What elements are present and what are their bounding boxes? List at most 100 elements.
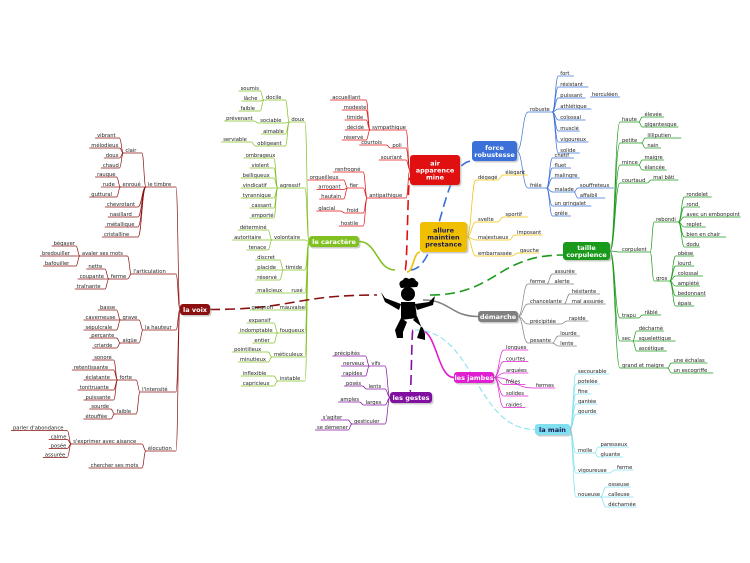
connector: [251, 141, 256, 147]
word-chaud: chaud: [103, 163, 119, 169]
word-l-intensite: l'intensité: [142, 386, 167, 393]
word-un-gringalet: un gringalet: [555, 201, 587, 207]
word-begayer: bégayer: [54, 240, 76, 247]
branch-main[interactable]: la main: [535, 424, 572, 437]
connector: [667, 367, 672, 374]
connector: [175, 309, 181, 331]
word-elevee: élevée: [645, 111, 662, 118]
branch-gestes[interactable]: les gestes: [390, 392, 434, 405]
branch-jambes[interactable]: les jambes: [454, 372, 496, 385]
word-amplete: amplété: [678, 280, 699, 287]
branch-label: maintien: [427, 233, 460, 241]
word-sonore: sonore: [94, 355, 112, 361]
connector: [175, 186, 181, 310]
word-doux: doux: [106, 153, 119, 159]
connector: [409, 160, 473, 271]
word-volontaire: volontaire: [274, 235, 300, 241]
connector: [104, 278, 110, 290]
connector: [641, 142, 646, 149]
branch-voix[interactable]: la voix: [180, 304, 212, 317]
connector: [285, 121, 290, 147]
word-percante: perçante: [91, 333, 114, 339]
connector: [285, 99, 290, 123]
word-resistant: résistant: [560, 81, 583, 88]
word-elegant: élégant: [505, 169, 525, 176]
word-ferme: ferme: [617, 465, 632, 471]
word-expansif: expansif: [249, 318, 271, 324]
connector: [138, 319, 144, 331]
word-calleuse: calleuse: [608, 492, 629, 498]
connector: [113, 379, 118, 401]
word-fine: fine: [578, 389, 588, 395]
word-decide: décidé: [347, 124, 364, 131]
word-corpulent: corpulent: [622, 247, 647, 253]
word-coupante: coupante: [80, 274, 104, 280]
word-fermes: fermes: [536, 383, 554, 389]
word-freles: frêles: [506, 378, 521, 385]
connector: [267, 351, 273, 358]
word-courtes: courtes: [506, 356, 526, 362]
word-aigue: aigüe: [123, 338, 137, 344]
word-rebondi: rebondi: [656, 217, 676, 223]
word-emporte: emporté: [252, 212, 274, 219]
connector: [638, 121, 643, 128]
word-bedonnant: bedonnant: [678, 291, 706, 297]
branch-label: le caractère: [312, 238, 356, 246]
connector: [116, 319, 121, 331]
word-majestueux: majestueux: [478, 235, 508, 241]
branch-box: [535, 424, 570, 435]
word-grave: grave: [123, 315, 138, 321]
connector: [647, 179, 652, 184]
connector: [66, 443, 72, 458]
connector: [209, 294, 378, 311]
word-caverneuse: caverneuse: [86, 315, 116, 321]
branch-caractere[interactable]: le caractère: [309, 236, 361, 249]
connector: [347, 423, 353, 431]
connector: [384, 365, 391, 398]
word-puissant: puissant: [560, 93, 582, 99]
word-mal-assuree: mal assurée: [572, 298, 604, 305]
word-bredouiller: bredouiller: [42, 251, 71, 257]
word-chercher-ses-mots: chercher ses mots: [91, 463, 139, 469]
connector: [254, 120, 259, 124]
word-arrogant: arrogant: [318, 184, 340, 190]
connector: [259, 99, 265, 112]
word-antipathique: antipathique: [369, 193, 402, 199]
connector: [137, 186, 147, 238]
connector: [127, 273, 132, 280]
word-solides: solides: [506, 391, 524, 397]
word-assuree: assurée: [555, 268, 575, 275]
word-capricieux: capricieux: [243, 381, 270, 387]
word-potelee: potelée: [578, 378, 598, 385]
word-cristalline: cristalline: [104, 232, 129, 238]
word-vibrant: vibrant: [97, 133, 115, 139]
branch-label: la voix: [183, 306, 208, 314]
word-fougueux: fougueux: [280, 328, 304, 334]
word-inflexible: inflexible: [243, 371, 267, 377]
word-docile: docile: [266, 95, 281, 101]
word-rauque: rauque: [97, 172, 115, 178]
branch-demarche[interactable]: démarche: [478, 311, 520, 324]
word-frele: frêle: [530, 182, 542, 189]
word-placide: placide: [257, 265, 276, 271]
branch-label: air: [430, 159, 441, 167]
branch-box: [478, 311, 518, 322]
word-secourable: secourable: [578, 369, 606, 375]
word-froid: froid: [347, 208, 359, 214]
word-elocution: élocution: [148, 445, 172, 452]
word-hautain: hautain: [321, 194, 341, 200]
word-degage: dégagé: [478, 174, 497, 181]
word-rapide: rapide: [569, 316, 586, 322]
word-fier: fier: [350, 183, 359, 189]
word-autoritaire: autoritaire: [234, 235, 261, 241]
connector: [638, 159, 643, 166]
branch-label: robustesse: [474, 151, 515, 159]
branch-box: [454, 372, 494, 383]
word-mauvaise: mauvaise: [280, 305, 305, 311]
word-malicieux: malicieux: [257, 288, 282, 294]
